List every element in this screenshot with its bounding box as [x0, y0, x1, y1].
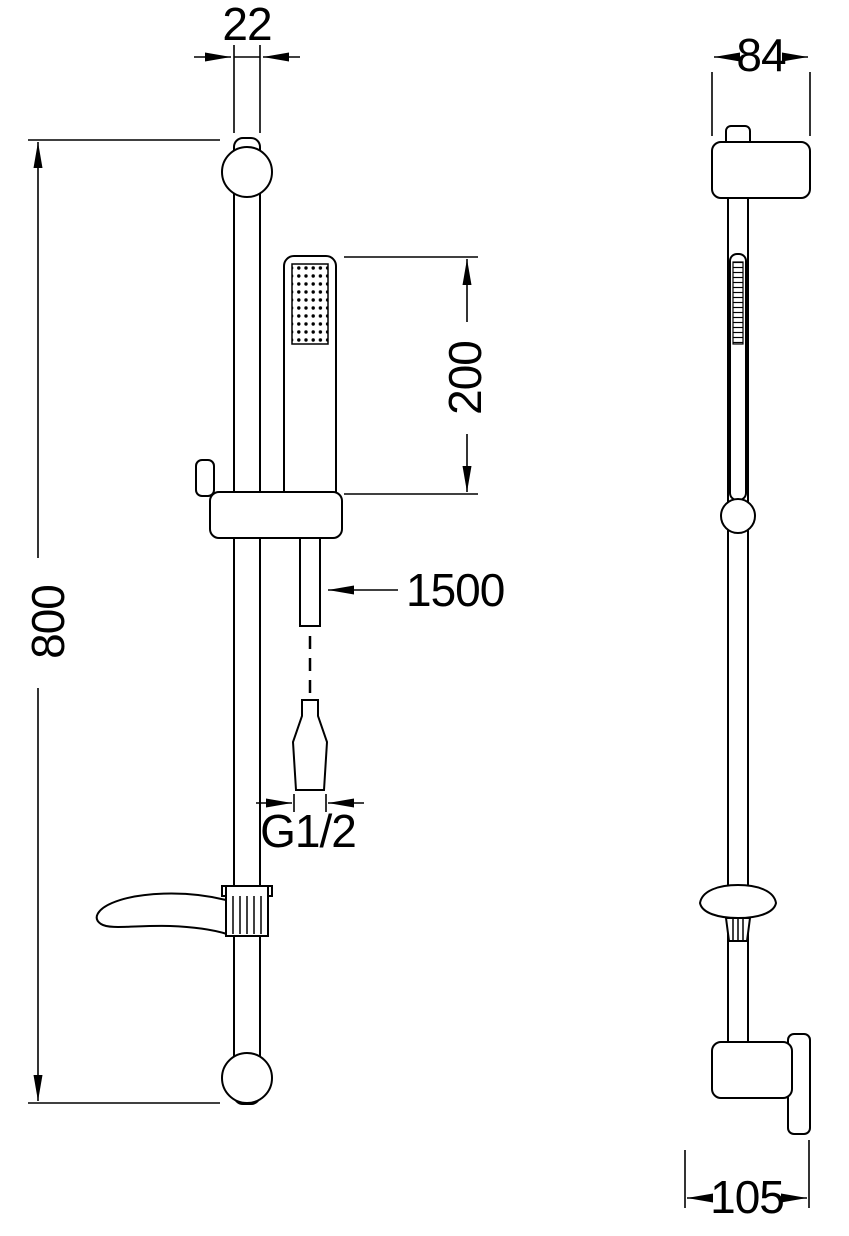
soap-dish-front — [95, 892, 229, 936]
front-view — [95, 137, 343, 1105]
side-view — [698, 125, 811, 1135]
bottom-bracket-side — [711, 1041, 793, 1099]
dim-rail-diameter-label: 22 — [222, 0, 271, 50]
dim-bottom-bracket-depth: 105 — [684, 1140, 810, 1223]
dim-800-label-group: 800 — [22, 585, 74, 659]
bottom-wall-mount-front — [221, 1052, 273, 1104]
soap-dish-side — [698, 883, 778, 920]
dim-connection-thread-label: G1/2 — [260, 805, 356, 857]
soap-dish-stem-ribs — [732, 919, 744, 940]
hose-outlet-front — [299, 537, 321, 627]
slider-holder-front — [209, 491, 343, 539]
slider-lock-knob — [195, 459, 215, 497]
spray-face — [291, 263, 329, 345]
dim-connection-thread: G1/2 — [256, 794, 364, 857]
dimension-annotations: 22 84 800 200 — [22, 0, 811, 1223]
slider-holder-side — [720, 498, 756, 534]
dim-200-label-group: 200 — [439, 341, 491, 415]
dim-top-bracket-depth: 84 — [711, 29, 811, 136]
dim-rail-length-label: 800 — [22, 585, 74, 659]
top-wall-mount-front — [221, 146, 273, 198]
spray-face-edge — [732, 261, 744, 345]
dim-top-bracket-depth-label: 84 — [736, 29, 786, 81]
dim-hand-shower-length-label: 200 — [439, 341, 491, 415]
soap-dish-clamp-ribs — [232, 896, 262, 934]
top-bracket-side — [711, 141, 811, 199]
dim-rail-diameter: 22 — [194, 0, 300, 133]
slide-rail-front — [233, 137, 261, 1105]
hose-connector-cone — [291, 699, 329, 791]
dim-bottom-bracket-depth-label: 105 — [710, 1171, 784, 1223]
dim-hose-length-label: 1500 — [406, 564, 504, 616]
dim-hand-shower-length: 200 — [344, 256, 491, 495]
dim-hose-length: 1500 — [328, 564, 505, 616]
dim-rail-length: 800 — [22, 139, 220, 1104]
